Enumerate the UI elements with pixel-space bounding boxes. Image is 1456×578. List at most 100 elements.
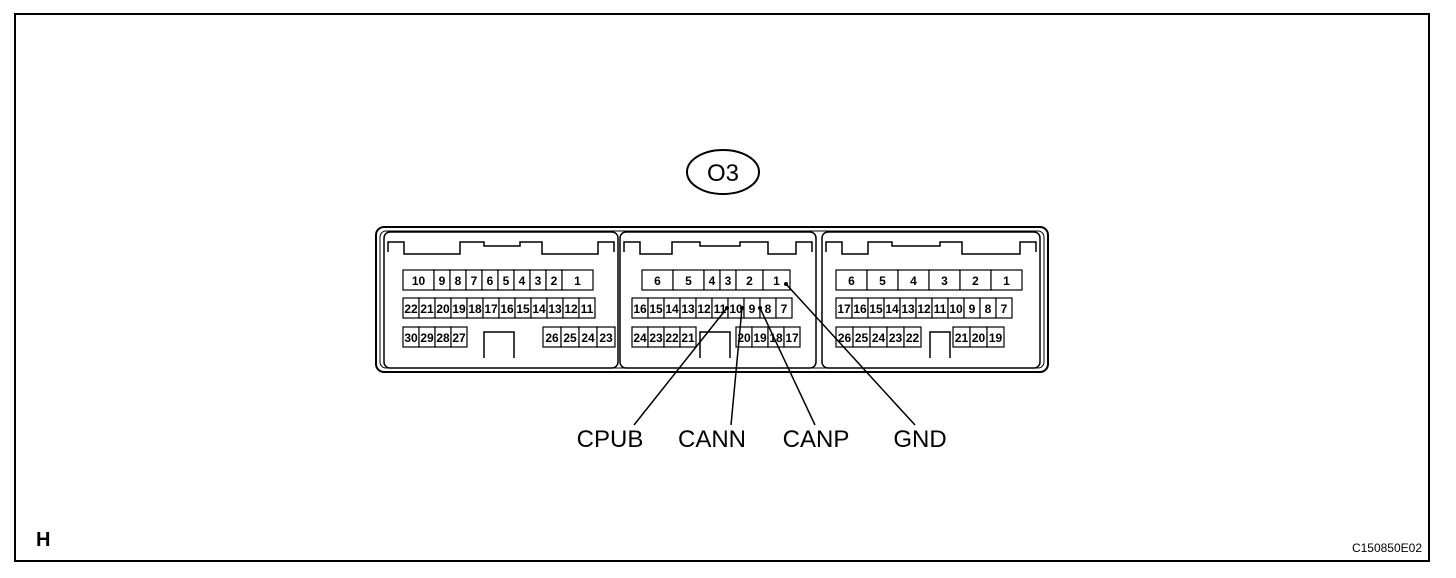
pin-cell	[578, 297, 596, 319]
pin-number: 19	[989, 331, 1003, 345]
pin-number: 24	[581, 331, 595, 345]
pin-number: 29	[420, 331, 434, 345]
signal-label-cpub: CPUB	[577, 426, 644, 453]
block-bottom-notch	[483, 331, 515, 358]
pin-number: 16	[853, 302, 867, 316]
pin-number: 21	[681, 331, 695, 345]
pin-number: 21	[420, 302, 434, 316]
pin-number: 2	[746, 274, 753, 288]
leader-line	[785, 283, 916, 426]
pin-number: 28	[436, 331, 450, 345]
pin-number: 26	[545, 331, 559, 345]
pin-number: 24	[633, 331, 647, 345]
pin-number: 5	[879, 274, 886, 288]
pin-number: 14	[532, 302, 546, 316]
block-outline	[821, 231, 1041, 369]
pin-number: 2	[972, 274, 979, 288]
pin-number: 15	[649, 302, 663, 316]
block-latch-profile	[623, 241, 813, 255]
leader-line	[730, 307, 743, 426]
pin-cell	[450, 326, 468, 348]
connector-label-ellipse	[686, 149, 760, 195]
block-outline	[619, 231, 817, 369]
pin-number: 9	[749, 302, 756, 316]
pin-cell	[561, 269, 594, 291]
pin-number: 22	[665, 331, 679, 345]
pin-cell	[986, 326, 1005, 348]
pin-number: 23	[889, 331, 903, 345]
pin-number: 12	[564, 302, 578, 316]
pin-number: 23	[599, 331, 613, 345]
leader-dot	[740, 306, 744, 310]
pin-number: 7	[471, 274, 478, 288]
pin-number: 17	[837, 302, 851, 316]
pin-number: 20	[436, 302, 450, 316]
pin-number: 1	[1003, 274, 1010, 288]
pin-number: 22	[404, 302, 418, 316]
pin-number: 27	[452, 331, 466, 345]
leader-dot	[758, 306, 762, 310]
signal-label-cann: CANN	[678, 426, 746, 453]
pin-number: 8	[765, 302, 772, 316]
pin-number: 18	[468, 302, 482, 316]
pin-cell	[995, 297, 1013, 319]
pin-number: 7	[781, 302, 788, 316]
pin-number: 17	[484, 302, 498, 316]
pin-number: 21	[955, 331, 969, 345]
block-latch-profile	[387, 241, 615, 255]
pin-number: 10	[949, 302, 963, 316]
signal-label-canp: CANP	[783, 426, 850, 453]
pin-number: 16	[500, 302, 514, 316]
pin-cell	[775, 297, 793, 319]
corner-letter: H	[36, 529, 50, 551]
pin-number: 2	[551, 274, 558, 288]
pin-number: 22	[906, 331, 920, 345]
pin-cell	[762, 269, 791, 291]
pin-number: 19	[452, 302, 466, 316]
block-latch-profile	[825, 241, 1037, 255]
pin-number: 3	[725, 274, 732, 288]
block-bottom-notch	[929, 331, 951, 358]
pin-number: 16	[633, 302, 647, 316]
pin-number: 6	[654, 274, 661, 288]
pin-number: 3	[941, 274, 948, 288]
pin-number: 25	[563, 331, 577, 345]
pin-number: 20	[737, 331, 751, 345]
pin-number: 12	[917, 302, 931, 316]
pin-number: 25	[855, 331, 869, 345]
pin-number: 4	[519, 274, 526, 288]
pin-number: 1	[773, 274, 780, 288]
leader-line	[633, 307, 728, 426]
pin-number: 23	[649, 331, 663, 345]
pin-number: 10	[729, 302, 743, 316]
pin-cell	[783, 326, 801, 348]
block-bottom-notch	[699, 331, 731, 358]
pin-number: 12	[697, 302, 711, 316]
pin-number: 9	[969, 302, 976, 316]
pin-number: 13	[681, 302, 695, 316]
leader-dot	[784, 282, 788, 286]
pin-number: 10	[412, 274, 426, 288]
pin-number: 17	[785, 331, 799, 345]
pin-number: 8	[455, 274, 462, 288]
pin-number: 5	[503, 274, 510, 288]
leader-line	[759, 307, 816, 426]
pin-number: 1	[574, 274, 581, 288]
pin-number: 4	[709, 274, 716, 288]
pin-number: 11	[934, 302, 947, 316]
pin-cell	[596, 326, 616, 348]
pin-number: 19	[753, 331, 767, 345]
pin-number: 9	[439, 274, 446, 288]
pin-cell	[679, 326, 697, 348]
pin-number: 7	[1001, 302, 1008, 316]
pin-cell	[990, 269, 1023, 291]
pin-number: 6	[848, 274, 855, 288]
pin-number: 3	[535, 274, 542, 288]
pin-number: 4	[910, 274, 917, 288]
pin-number: 15	[869, 302, 883, 316]
pin-cell	[903, 326, 922, 348]
leader-dot	[725, 306, 729, 310]
